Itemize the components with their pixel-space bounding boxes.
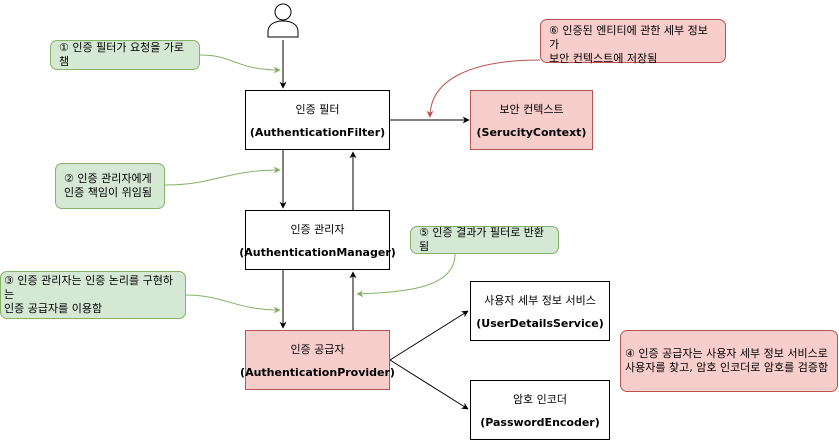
password-encoder-box: 암호 인코더 (PasswordEncoder) <box>470 380 610 440</box>
encoder-code: (PasswordEncoder) <box>480 415 600 429</box>
note-4-text: ④ 인증 공급자는 사용자 세부 정보 서비스로 사용자를 찾고, 암호 인코더… <box>625 347 829 374</box>
authentication-manager-box: 인증 관리자 (AuthenticationManager) <box>239 210 396 270</box>
note-1: ① 인증 필터가 요청을 가로챔 <box>50 40 200 70</box>
curve-note6 <box>426 59 541 118</box>
note-4: ④ 인증 공급자는 사용자 세부 정보 서비스로 사용자를 찾고, 암호 인코더… <box>620 330 838 392</box>
note-6: ⑥ 인증된 엔티티에 관한 세부 정보가 보안 컨텍스트에 저장됨 <box>540 19 726 65</box>
manager-code: (AuthenticationManager) <box>239 245 396 259</box>
filter-code: (AuthenticationFilter) <box>249 125 386 139</box>
note-2-text: ② 인증 관리자에게 인증 책임이 위임됨 <box>64 172 152 199</box>
user-icon <box>267 3 299 38</box>
note-2: ② 인증 관리자에게 인증 책임이 위임됨 <box>55 163 165 209</box>
userdetails-code: (UserDetailsService) <box>476 316 604 330</box>
note-5: ⑤ 인증 결과가 필터로 반환됨 <box>410 226 559 254</box>
arrow-provider-to-encoder <box>389 359 469 410</box>
curve-note1 <box>199 54 281 74</box>
authentication-provider-box: 인증 공급자 (AuthenticationProvider) <box>240 330 395 390</box>
curve-note3 <box>184 294 281 314</box>
note-3-text: ③ 인증 관리자는 인증 논리를 구현하는 인증 공급자를 이용함 <box>4 274 174 315</box>
curve-note5 <box>356 253 456 298</box>
user-details-service-box: 사용자 세부 정보 서비스 (UserDetailsService) <box>470 281 610 341</box>
manager-title: 인증 관리자 <box>290 223 345 237</box>
provider-title: 인증 공급자 <box>290 343 345 357</box>
context-title: 보안 컨텍스트 <box>499 103 564 117</box>
arrow-provider-to-userdetails <box>389 310 469 361</box>
note-5-text: ⑤ 인증 결과가 필터로 반환됨 <box>419 226 545 253</box>
note-3: ③ 인증 관리자는 인증 논리를 구현하는 인증 공급자를 이용함 <box>0 271 186 319</box>
filter-title: 인증 필터 <box>295 103 340 117</box>
note-1-text: ① 인증 필터가 요청을 가로챔 <box>59 41 185 68</box>
encoder-title: 암호 인코더 <box>512 393 568 407</box>
note-6-text: ⑥ 인증된 엔티티에 관한 세부 정보가 보안 컨텍스트에 저장됨 <box>549 24 708 65</box>
context-code: (SerucityContext) <box>476 125 587 139</box>
userdetails-title: 사용자 세부 정보 서비스 <box>484 294 596 308</box>
security-context-box: 보안 컨텍스트 (SerucityContext) <box>470 90 593 150</box>
authentication-filter-box: 인증 필터 (AuthenticationFilter) <box>245 90 390 150</box>
curve-note2 <box>164 166 281 186</box>
provider-code: (AuthenticationProvider) <box>240 365 395 379</box>
